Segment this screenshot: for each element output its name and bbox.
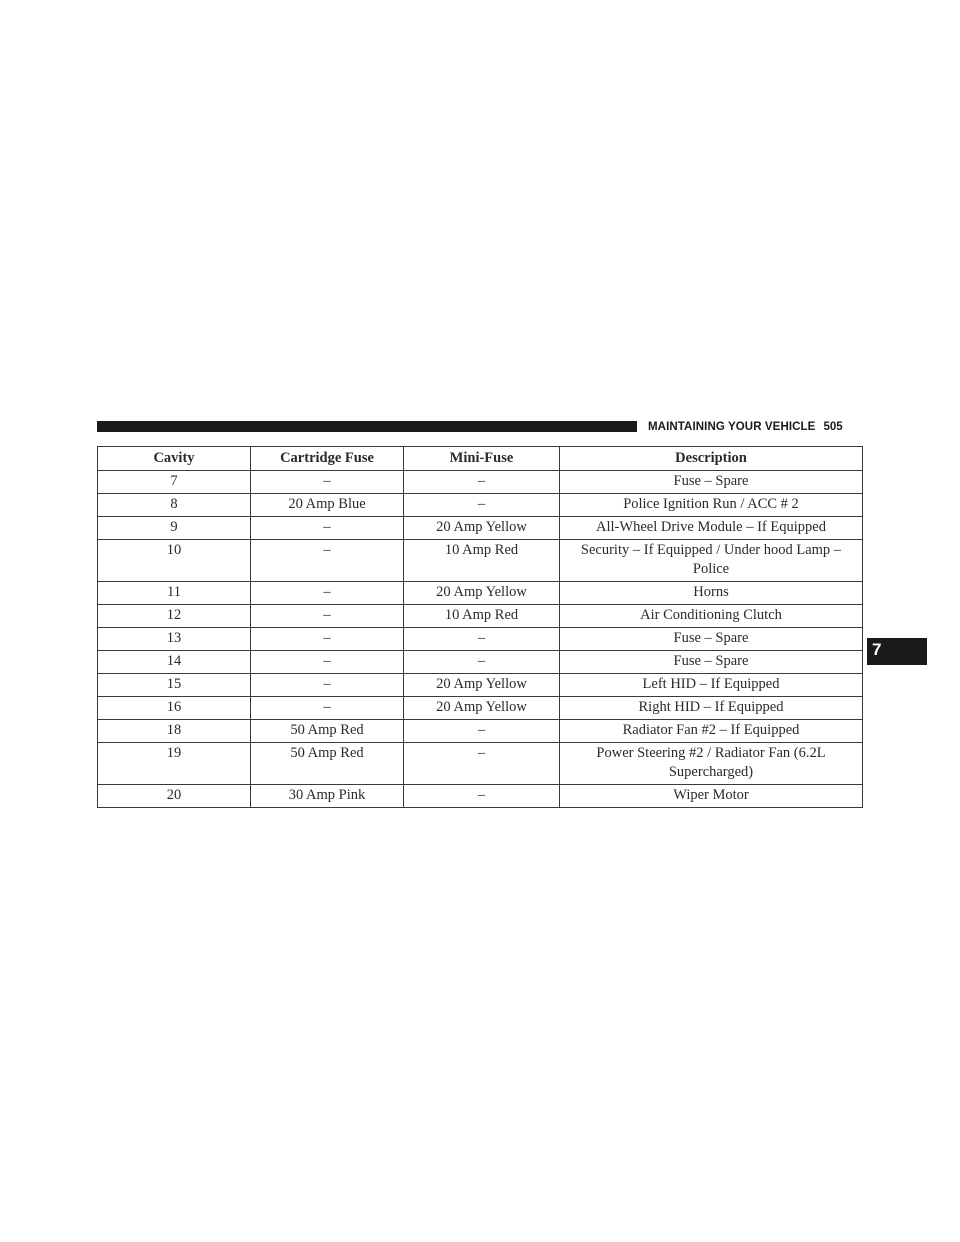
table-row: 13––Fuse – Spare [97, 627, 863, 651]
cell-description: All-Wheel Drive Module – If Equipped [559, 516, 863, 540]
cell-cavity: 15 [97, 673, 251, 697]
cell-cartridge-fuse: – [250, 650, 404, 674]
cell-cartridge-fuse: – [250, 627, 404, 651]
cell-cavity: 13 [97, 627, 251, 651]
fuse-table: Cavity Cartridge Fuse Mini-Fuse Descript… [97, 446, 863, 808]
header-rule-bar [97, 421, 637, 432]
column-header-cavity: Cavity [97, 446, 251, 471]
cell-cavity: 14 [97, 650, 251, 674]
cell-mini-fuse: 20 Amp Yellow [403, 516, 560, 540]
cell-cavity: 20 [97, 784, 251, 808]
cell-cavity: 9 [97, 516, 251, 540]
cell-cavity: 11 [97, 581, 251, 605]
cell-mini-fuse: 20 Amp Yellow [403, 673, 560, 697]
page-header: MAINTAINING YOUR VEHICLE 505 [648, 418, 843, 436]
column-header-description: Description [559, 446, 863, 471]
cell-cartridge-fuse: 20 Amp Blue [250, 493, 404, 517]
cell-mini-fuse: – [403, 719, 560, 743]
cell-cavity: 8 [97, 493, 251, 517]
cell-cavity: 16 [97, 696, 251, 720]
cell-cavity: 10 [97, 539, 251, 582]
cell-cartridge-fuse: – [250, 470, 404, 494]
cell-description: Fuse – Spare [559, 650, 863, 674]
cell-mini-fuse: 10 Amp Red [403, 604, 560, 628]
cell-cartridge-fuse: – [250, 581, 404, 605]
cell-mini-fuse: 20 Amp Yellow [403, 696, 560, 720]
cell-description: Horns [559, 581, 863, 605]
cell-cartridge-fuse: – [250, 673, 404, 697]
cell-cartridge-fuse: – [250, 539, 404, 582]
cell-cartridge-fuse: – [250, 516, 404, 540]
page-number: 505 [823, 421, 843, 433]
cell-mini-fuse: – [403, 493, 560, 517]
chapter-number: 7 [872, 640, 882, 659]
cell-cartridge-fuse: – [250, 604, 404, 628]
cell-cavity: 12 [97, 604, 251, 628]
cell-description: Fuse – Spare [559, 627, 863, 651]
cell-mini-fuse: – [403, 650, 560, 674]
table-row: 7––Fuse – Spare [97, 470, 863, 494]
cell-mini-fuse: 10 Amp Red [403, 539, 560, 582]
cell-cartridge-fuse: – [250, 696, 404, 720]
column-header-mini-fuse: Mini-Fuse [403, 446, 560, 471]
cell-description: Wiper Motor [559, 784, 863, 808]
section-title: MAINTAINING YOUR VEHICLE [648, 421, 816, 433]
cell-cavity: 18 [97, 719, 251, 743]
cell-description: Police Ignition Run / ACC # 2 [559, 493, 863, 517]
cell-description: Right HID – If Equipped [559, 696, 863, 720]
cell-mini-fuse: – [403, 742, 560, 785]
cell-description: Security – If Equipped / Under hood Lamp… [559, 539, 863, 582]
cell-cartridge-fuse: 50 Amp Red [250, 719, 404, 743]
cell-cavity: 7 [97, 470, 251, 494]
cell-cartridge-fuse: 50 Amp Red [250, 742, 404, 785]
cell-description: Fuse – Spare [559, 470, 863, 494]
cell-description: Left HID – If Equipped [559, 673, 863, 697]
cell-mini-fuse: – [403, 470, 560, 494]
table-header-row: Cavity Cartridge Fuse Mini-Fuse Descript… [97, 446, 863, 471]
cell-cartridge-fuse: 30 Amp Pink [250, 784, 404, 808]
cell-mini-fuse: 20 Amp Yellow [403, 581, 560, 605]
table-row: 14––Fuse – Spare [97, 650, 863, 674]
cell-description: Radiator Fan #2 – If Equipped [559, 719, 863, 743]
cell-mini-fuse: – [403, 784, 560, 808]
chapter-tab: 7 [867, 638, 927, 665]
cell-mini-fuse: – [403, 627, 560, 651]
column-header-cartridge-fuse: Cartridge Fuse [250, 446, 404, 471]
cell-description: Power Steering #2 / Radiator Fan (6.2L S… [559, 742, 863, 785]
cell-cavity: 19 [97, 742, 251, 785]
cell-description: Air Conditioning Clutch [559, 604, 863, 628]
